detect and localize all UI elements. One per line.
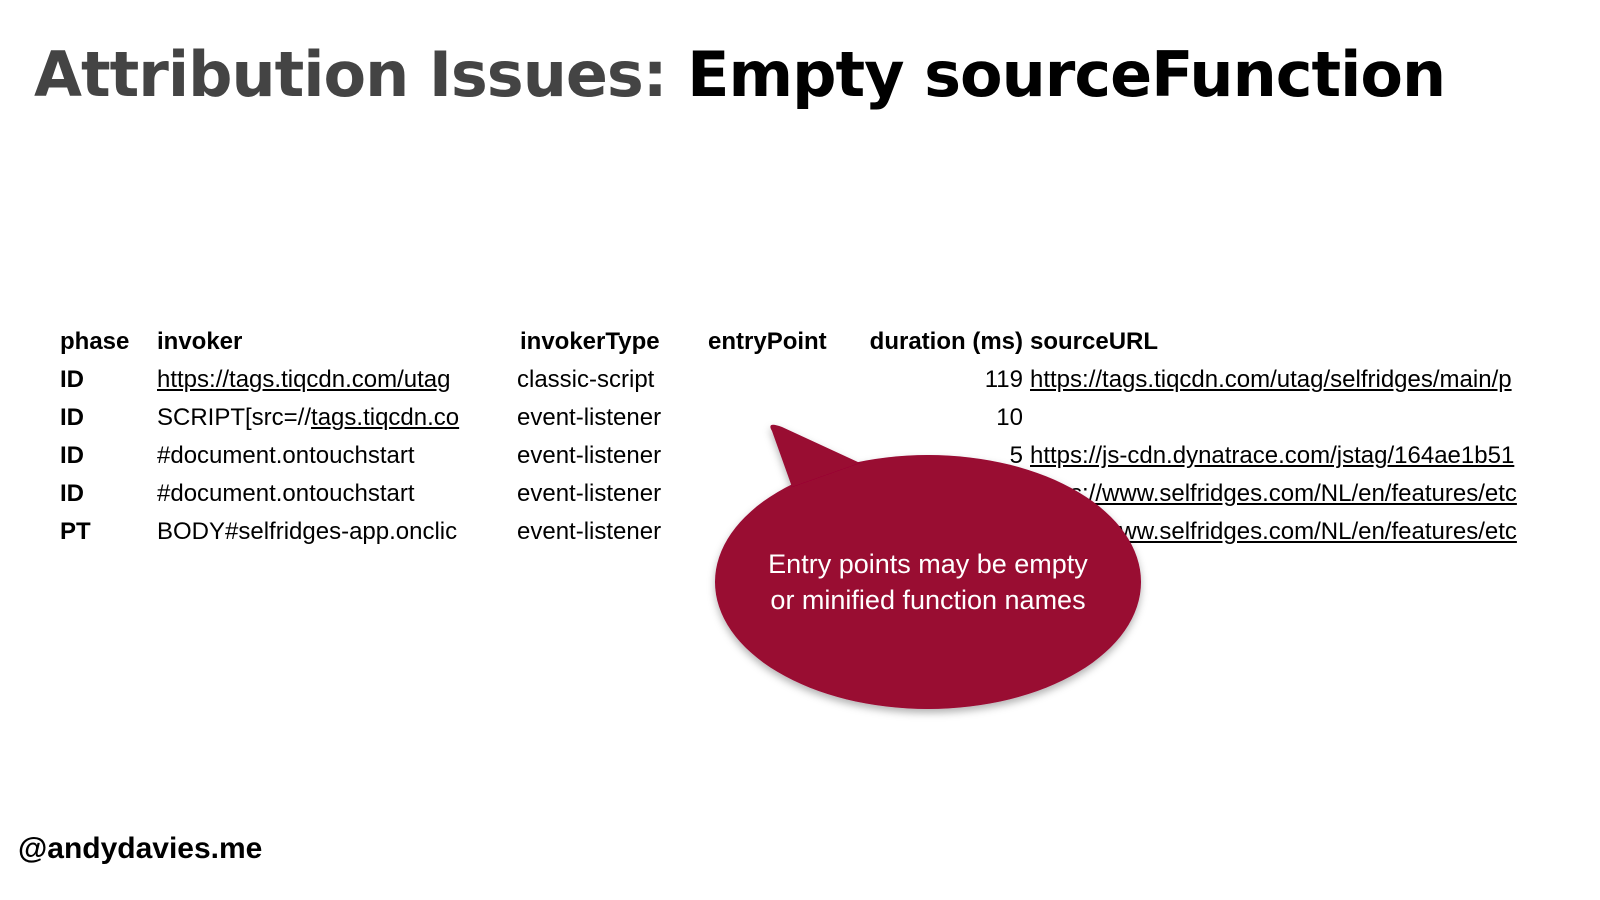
callout-line-2: or minified function names: [770, 585, 1086, 615]
cell-duration: 5: [1009, 442, 1023, 469]
table-row: ID SCRIPT[src=//tags.tiqcdn.co event-lis…: [60, 399, 1600, 437]
cell-invoker-type: event-listener: [517, 480, 662, 507]
table-row: ID #document.ontouchstart event-listener…: [60, 475, 1600, 513]
speech-bubble-shape: [715, 424, 1141, 709]
callout-line-1: Entry points may be empty: [768, 549, 1088, 579]
table-row: ID https://tags.tiqcdn.com/utag classic-…: [60, 361, 1600, 399]
invoker-text: #document.ontouchstart: [157, 442, 415, 469]
header-source-url: sourceURL: [1030, 328, 1159, 355]
invoker-text: #document.ontouchstart: [157, 480, 415, 507]
cell-phase: ID: [60, 442, 84, 469]
author-handle: @andydavies.me: [18, 832, 263, 865]
header-phase: phase: [60, 328, 130, 355]
cell-phase: ID: [60, 404, 84, 431]
cell-invoker-type: event-listener: [517, 518, 662, 545]
cell-invoker-type: event-listener: [517, 442, 662, 469]
cell-invoker: #document.ontouchstart: [157, 475, 487, 513]
callout-text: Entry points may be empty or minified fu…: [715, 546, 1141, 618]
cell-invoker: #document.ontouchstart: [157, 437, 487, 475]
cell-phase: PT: [60, 518, 91, 545]
table-header-row: phase invoker invokerType entryPoint dur…: [60, 323, 1600, 361]
cell-phase: ID: [60, 366, 84, 393]
source-url-link[interactable]: https://js-cdn.dynatrace.com/jstag/164ae…: [1030, 442, 1515, 469]
cell-invoker-type: classic-script: [517, 366, 655, 393]
invoker-link[interactable]: https://tags.tiqcdn.com/utag: [157, 366, 451, 393]
cell-phase: ID: [60, 480, 84, 507]
cell-invoker: SCRIPT[src=//tags.tiqcdn.co: [157, 399, 487, 437]
speech-bubble-callout: [715, 424, 1141, 709]
cell-duration: 119: [984, 366, 1023, 393]
title-prefix: Attribution Issues:: [34, 38, 668, 111]
invoker-link[interactable]: tags.tiqcdn.co: [311, 404, 460, 431]
cell-invoker: https://tags.tiqcdn.com/utag: [157, 361, 487, 399]
invoker-text: BODY#selfridges-app.onclic: [157, 518, 458, 545]
header-invoker: invoker: [157, 328, 243, 355]
invoker-text: SCRIPT[src=//: [157, 404, 312, 431]
slide-title: Attribution Issues: Empty sourceFunction: [34, 38, 1446, 112]
source-url-link[interactable]: https://www.selfridges.com/NL/en/feature…: [1030, 480, 1517, 507]
header-duration: duration (ms): [869, 328, 1023, 355]
cell-duration: 10: [996, 404, 1023, 431]
title-main: Empty sourceFunction: [687, 38, 1446, 111]
header-invoker-type: invokerType: [520, 328, 660, 355]
cell-invoker: BODY#selfridges-app.onclic: [157, 513, 487, 551]
cell-invoker-type: event-listener: [517, 404, 662, 431]
cell-entry-point: [708, 361, 858, 399]
header-entry-point: entryPoint: [708, 328, 827, 355]
source-url-link[interactable]: https://tags.tiqcdn.com/utag/selfridges/…: [1030, 366, 1512, 393]
table-row: ID #document.ontouchstart event-listener…: [60, 437, 1600, 475]
